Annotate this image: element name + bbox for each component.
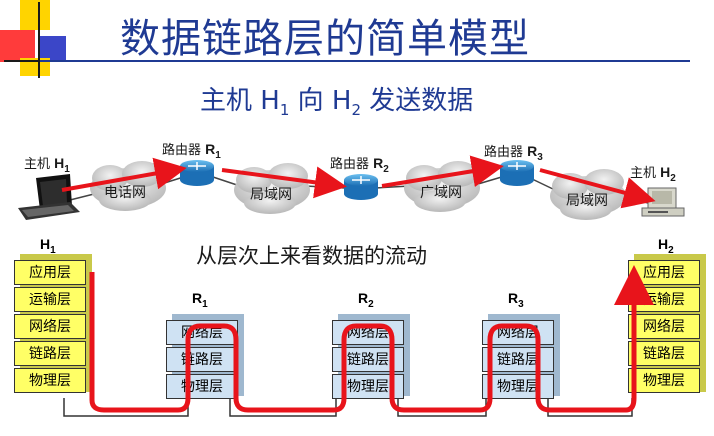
cloud-phone-network [90, 161, 166, 211]
router-icon-r3 [500, 160, 534, 186]
cloud-label-lan-2: 局域网 [566, 193, 608, 209]
stack-label-h2: H2 [658, 236, 674, 256]
stack-r3-layer: 物理层 [482, 374, 554, 399]
desktop-computer-icon [641, 187, 685, 217]
cloud-lan-2 [550, 169, 626, 220]
corner-logo [0, 0, 70, 80]
subtitle: 主机 H1 向 H2 发送数据 [200, 86, 474, 120]
stack-h1-layer: 物理层 [14, 368, 86, 393]
cloud-label-phone: 电话网 [104, 185, 146, 201]
host2-label: 主机 H2 [630, 164, 676, 184]
router-icon-r2 [344, 174, 378, 200]
page-title: 数据链路层的简单模型 [120, 16, 530, 62]
stack-label-r1: R1 [192, 290, 208, 310]
stack-h1-layer: 运输层 [14, 287, 86, 312]
stack-h1-layer: 应用层 [14, 260, 86, 285]
stack-label-r3: R3 [508, 290, 524, 310]
stack-r2-layer: 网络层 [332, 320, 404, 345]
stack-r2-layer: 链路层 [332, 347, 404, 372]
stack-r1-layer: 网络层 [166, 320, 238, 345]
host1-label: 主机 H1 [24, 155, 70, 175]
laptop-icon [18, 174, 80, 220]
stack-h2-layer: 物理层 [628, 368, 700, 393]
cloud-label-wan: 广域网 [420, 185, 462, 201]
stack-r2-layer: 物理层 [332, 374, 404, 399]
router-icon-r1 [180, 160, 214, 186]
stack-h2-layer: 链路层 [628, 341, 700, 366]
stack-h1-layer: 网络层 [14, 314, 86, 339]
title-divider [40, 60, 690, 62]
stack-r1-layer: 链路层 [166, 347, 238, 372]
router2-label: 路由器 R2 [330, 155, 389, 175]
cloud-label-lan-1: 局域网 [250, 187, 292, 203]
stack-h1-layer: 链路层 [14, 341, 86, 366]
stack-r3-layer: 链路层 [482, 347, 554, 372]
stack-label-h1: H1 [40, 236, 56, 256]
stack-h2-layer: 应用层 [628, 260, 700, 285]
stack-h2-layer: 网络层 [628, 314, 700, 339]
stack-r3-layer: 网络层 [482, 320, 554, 345]
layer-flow-heading: 从层次上来看数据的流动 [196, 244, 427, 268]
stack-label-r2: R2 [358, 290, 374, 310]
stack-h2-layer: 运输层 [628, 287, 700, 312]
stack-r1-layer: 物理层 [166, 374, 238, 399]
router1-label: 路由器 R1 [162, 141, 221, 161]
router3-label: 路由器 R3 [484, 143, 543, 163]
